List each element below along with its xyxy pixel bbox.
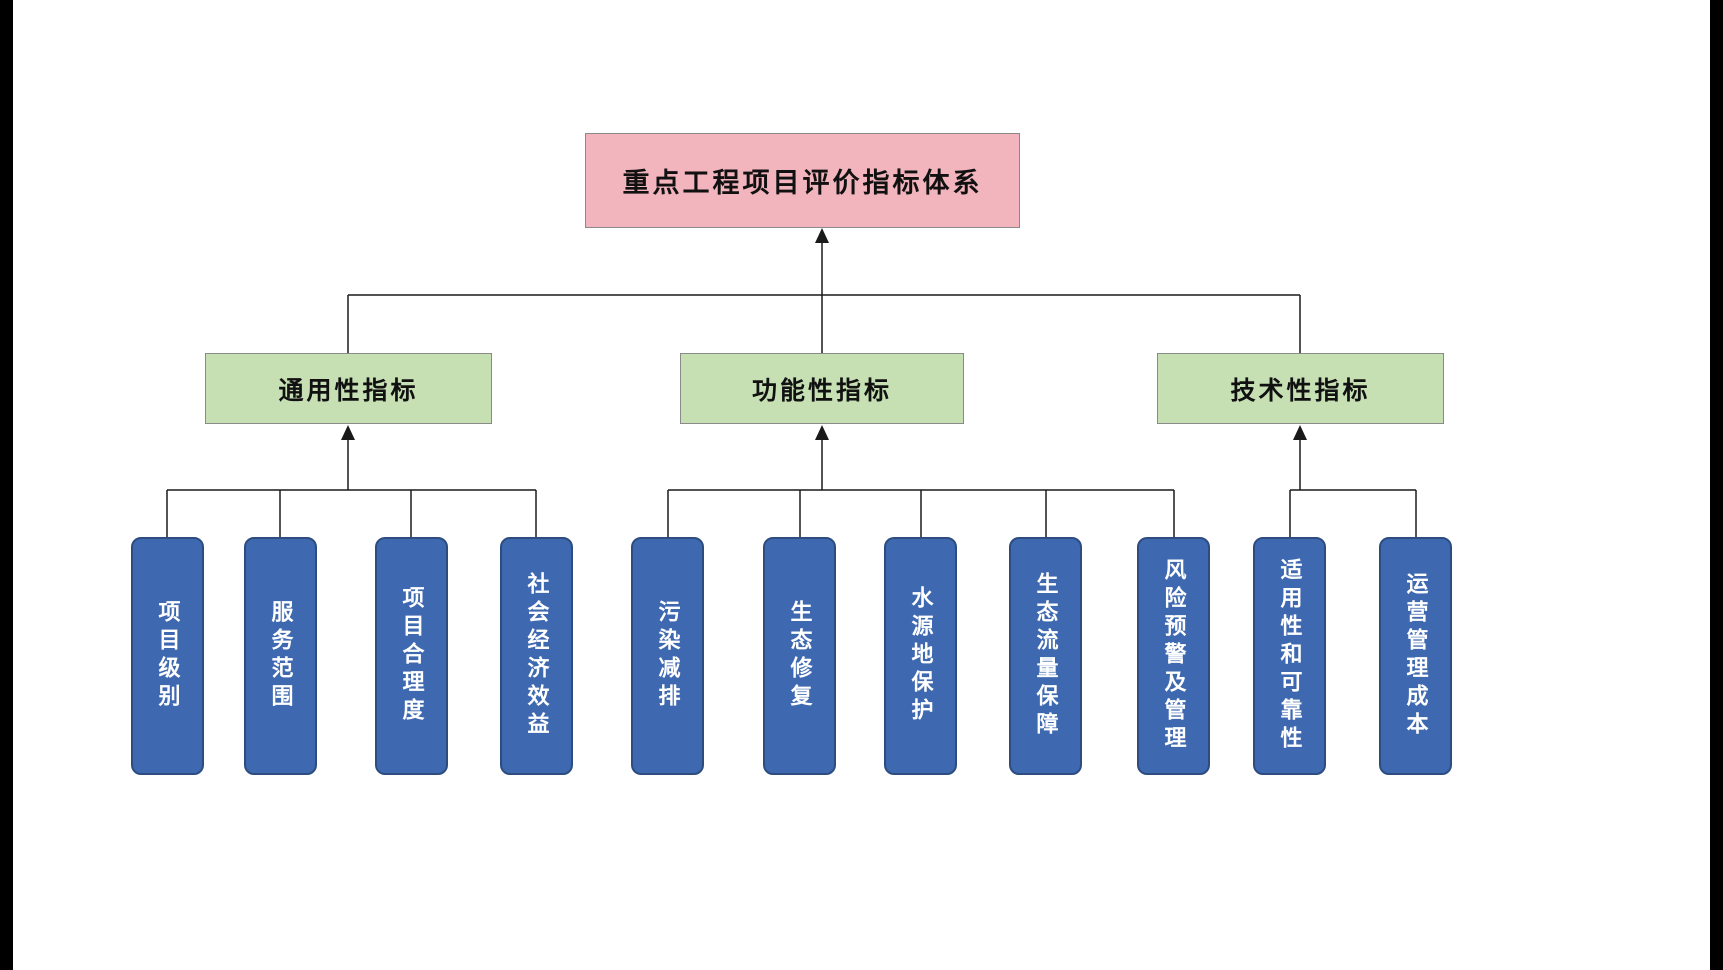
leaf-node-ecological-restoration: 生态修复 xyxy=(763,537,836,775)
root-node-evaluation-system: 重点工程项目评价指标体系 xyxy=(585,133,1020,228)
leaf-label: 风险预警及管理 xyxy=(1161,558,1187,754)
arrow-up-to-general xyxy=(341,425,355,440)
leaf-node-pollution-reduction: 污染减排 xyxy=(631,537,704,775)
leaf-label: 生态修复 xyxy=(787,600,813,712)
leaf-label: 项目合理度 xyxy=(399,586,425,726)
leaf-label: 项目级别 xyxy=(155,600,181,712)
leaf-node-project-rationality: 项目合理度 xyxy=(375,537,448,775)
leaf-node-service-scope: 服务范围 xyxy=(244,537,317,775)
leaf-label: 服务范围 xyxy=(268,600,294,712)
leaf-node-ecological-flow-guarantee: 生态流量保障 xyxy=(1009,537,1082,775)
arrow-up-to-functional xyxy=(815,425,829,440)
right-black-bar xyxy=(1710,0,1723,970)
leaf-node-project-level: 项目级别 xyxy=(131,537,204,775)
group-node-functional-indicators: 功能性指标 xyxy=(680,353,964,424)
leaf-node-water-source-protection: 水源地保护 xyxy=(884,537,957,775)
leaf-node-operation-management-cost: 运营管理成本 xyxy=(1379,537,1452,775)
arrow-up-to-technical xyxy=(1293,425,1307,440)
arrow-up-to-root xyxy=(815,228,829,243)
leaf-node-risk-warning-and-management: 风险预警及管理 xyxy=(1137,537,1210,775)
leaf-label: 适用性和可靠性 xyxy=(1277,558,1303,754)
leaf-node-applicability-and-reliability: 适用性和可靠性 xyxy=(1253,537,1326,775)
leaf-label: 运营管理成本 xyxy=(1403,572,1429,740)
leaf-label: 生态流量保障 xyxy=(1033,572,1059,740)
leaf-label: 污染减排 xyxy=(655,600,681,712)
leaf-node-socioeconomic-benefits: 社会经济效益 xyxy=(500,537,573,775)
leaf-label: 水源地保护 xyxy=(908,586,934,726)
group-node-technical-indicators: 技术性指标 xyxy=(1157,353,1444,424)
group-node-general-indicators: 通用性指标 xyxy=(205,353,492,424)
leaf-label: 社会经济效益 xyxy=(524,572,550,740)
left-black-bar xyxy=(0,0,13,970)
